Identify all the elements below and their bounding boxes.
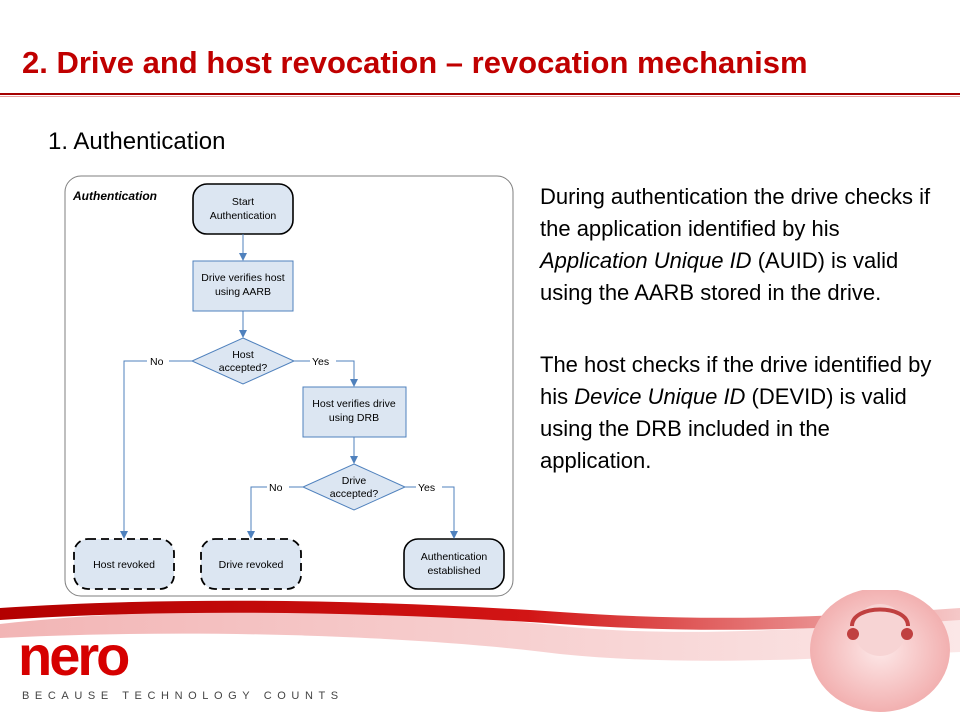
auth-established-node: Authentication established [403, 538, 505, 590]
paragraph-devid-italic: Device Unique ID [574, 384, 746, 409]
start-node: Start Authentication [192, 183, 294, 235]
host-revoked-label: Host revoked [93, 559, 155, 571]
verify-host-node: Drive verifies host using AARB [192, 260, 294, 312]
established-line-2: established [427, 565, 480, 577]
slide-title: 2. Drive and host revocation – revocatio… [22, 45, 808, 80]
title-rule-highlight [0, 96, 960, 97]
verify-drive-line-2: using DRB [329, 412, 379, 424]
drive-revoked-node: Drive revoked [200, 538, 302, 590]
host-accepted-line-2: accepted? [219, 362, 268, 374]
paragraph-auid: During authentication the drive checks i… [540, 181, 940, 309]
verify-drive-node: Host verifies drive using DRB [302, 386, 407, 438]
authentication-flowchart: Authentication Start Authentication Driv… [64, 175, 514, 597]
verify-drive-line-1: Host verifies drive [312, 398, 396, 410]
title-rule [0, 93, 960, 95]
host-accepted-line-1: Host [232, 349, 254, 361]
drive-revoked-label: Drive revoked [219, 559, 284, 571]
paragraph-devid: The host checks if the drive identified … [540, 349, 940, 477]
host-revoked-node: Host revoked [73, 538, 175, 590]
paragraph-auid-part-1: During authentication the drive checks i… [540, 184, 931, 241]
paragraph-auid-part-2: (AUID) is valid using the AARB stored in… [540, 248, 899, 305]
diagram-title: Authentication [72, 189, 157, 203]
paragraph-devid-part-2: (DEVID) is valid using the DRB included … [540, 384, 907, 473]
host-yes-label: Yes [312, 356, 329, 368]
verify-host-line-1: Drive verifies host [201, 272, 285, 284]
drive-accepted-line-1: Drive [342, 475, 367, 487]
drive-no-label: No [269, 482, 283, 494]
arrow-host-no [120, 360, 192, 539]
footer-wave-light [0, 610, 960, 661]
established-line-1: Authentication [421, 551, 488, 563]
footer-wave-red [0, 600, 960, 630]
drive-yes-label: Yes [418, 482, 435, 494]
nero-logo: nero [18, 624, 130, 687]
start-node-line-1: Start [232, 196, 254, 208]
drive-accepted-line-2: accepted? [330, 488, 379, 500]
section-heading: 1. Authentication [48, 128, 226, 155]
drive-accepted-decision: Drive accepted? [301, 463, 407, 511]
diagram-frame [64, 175, 514, 597]
host-accepted-decision: Host accepted? [190, 337, 296, 385]
brand-tagline: BECAUSE TECHNOLOGY COUNTS [22, 690, 344, 702]
paragraph-devid-part-1: The host checks if the drive identified … [540, 352, 932, 409]
verify-host-line-2: using AARB [215, 286, 271, 298]
footer-decoration [0, 590, 960, 712]
start-node-line-2: Authentication [210, 210, 277, 222]
paragraph-auid-italic: Application Unique ID [540, 248, 752, 273]
host-no-label: No [150, 356, 164, 368]
